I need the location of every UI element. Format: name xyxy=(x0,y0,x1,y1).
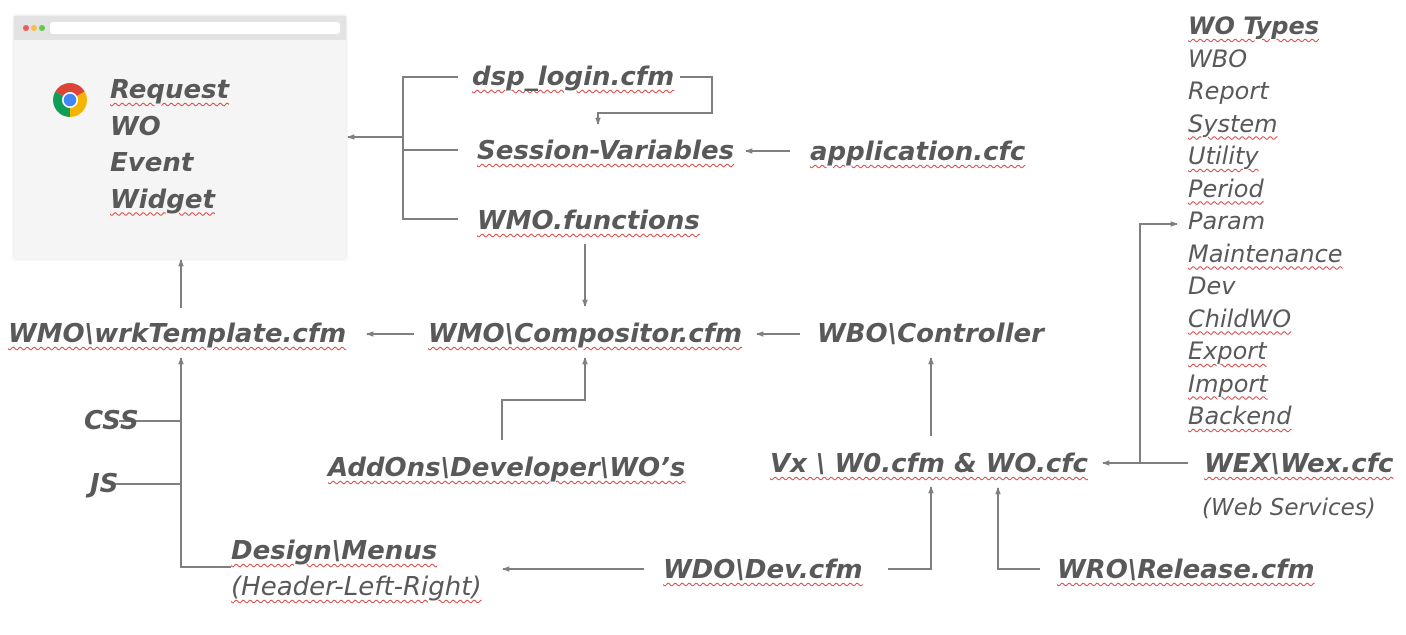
wo-type-item: Backend xyxy=(1188,402,1292,430)
node-css: CSS xyxy=(84,405,139,437)
node-vx-wo: Vx \ W0.cfm & WO.cfc xyxy=(770,448,1088,480)
node-vx-wo-text: Vx \ W0.cfm & WO.cfc xyxy=(770,449,1088,479)
chrome-icon xyxy=(53,83,87,117)
wo-type-item: WBO xyxy=(1188,44,1248,73)
node-wdo-dev-text: WDO\Dev.cfm xyxy=(663,555,863,585)
browser-line-event: Event xyxy=(110,148,194,178)
design-to-template-arrow xyxy=(178,357,231,568)
wo-types-list: WO Types WBO Report System Utility Perio… xyxy=(1188,10,1343,433)
browser-titlebar xyxy=(14,16,346,40)
wo-type-item: System xyxy=(1188,109,1278,138)
node-wmo-wrktemplate-text: WMO\wrkTemplate.cfm xyxy=(8,319,347,349)
wo-type-item: Export xyxy=(1188,337,1267,365)
wo-type-item: Utility xyxy=(1188,142,1259,170)
node-session-variables: Session-Variables xyxy=(477,135,734,167)
node-wbo-controller-text: WBO\Controller xyxy=(817,319,1044,349)
wo-type-item: Dev xyxy=(1188,272,1236,300)
node-css-text: CSS xyxy=(84,406,139,436)
node-addons-developer: AddOns\Developer\WO’s xyxy=(328,452,685,484)
node-design-menus-note: (Header-Left-Right) xyxy=(231,571,482,603)
node-design-menus: Design\Menus xyxy=(231,535,437,567)
browser-line-request: Request xyxy=(110,75,230,105)
node-wmo-functions: WMO.functions xyxy=(477,205,700,237)
node-wmo-wrktemplate: WMO\wrkTemplate.cfm xyxy=(8,318,346,350)
node-wmo-functions-text: WMO.functions xyxy=(477,206,700,236)
node-design-menus-note-text: (Header-Left-Right) xyxy=(231,572,482,602)
window-minimize-dot xyxy=(31,25,37,31)
wo-type-item: Param xyxy=(1188,207,1266,235)
login-bracket-line xyxy=(402,76,458,220)
node-dsp-login: dsp_login.cfm xyxy=(472,61,674,93)
address-bar xyxy=(50,22,340,34)
node-wex: WEX\Wex.cfc xyxy=(1204,448,1393,480)
node-wmo-compositor: WMO\Compositor.cfm xyxy=(428,318,742,350)
wo-type-item: Report xyxy=(1188,77,1269,105)
wo-types-title: WO Types xyxy=(1188,12,1320,40)
wo-type-item: Import xyxy=(1188,369,1268,398)
window-close-dot xyxy=(23,25,29,31)
node-application-cfc-text: application.cfc xyxy=(810,137,1026,167)
node-wmo-compositor-text: WMO\Compositor.cfm xyxy=(428,319,743,349)
browser-content: Request WO Event Widget xyxy=(110,72,229,218)
node-wbo-controller: WBO\Controller xyxy=(817,318,1044,350)
browser-window xyxy=(14,16,346,259)
login-to-session-arrow xyxy=(595,76,713,125)
node-dsp-login-text: dsp_login.cfm xyxy=(472,62,675,92)
node-application-cfc: application.cfc xyxy=(810,136,1025,168)
node-wdo-dev: WDO\Dev.cfm xyxy=(663,554,863,586)
wo-type-item: Maintenance xyxy=(1188,239,1343,268)
node-js: JS xyxy=(90,468,118,500)
window-maximize-dot xyxy=(39,25,45,31)
node-session-variables-text: Session-Variables xyxy=(477,136,735,166)
node-wex-note: (Web Services) xyxy=(1202,494,1376,522)
browser-line-widget: Widget xyxy=(110,184,215,215)
addons-to-compositor-arrow xyxy=(501,357,588,440)
wo-type-item: ChildWO xyxy=(1188,304,1292,333)
node-wro-release-text: WRO\Release.cfm xyxy=(1057,555,1315,585)
node-design-menus-text: Design\Menus xyxy=(231,536,438,566)
wo-type-item: Period xyxy=(1188,174,1264,203)
vx-to-wotypes-arrow xyxy=(1139,221,1178,463)
wdo-to-vx-arrow xyxy=(888,486,934,570)
node-js-text: JS xyxy=(90,469,119,499)
node-wex-text: WEX\Wex.cfc xyxy=(1204,449,1394,479)
node-wex-note-text: (Web Services) xyxy=(1202,495,1376,521)
wro-to-vx-arrow xyxy=(995,487,1040,570)
node-wro-release: WRO\Release.cfm xyxy=(1057,554,1315,586)
node-addons-developer-text: AddOns\Developer\WO’s xyxy=(328,453,686,483)
browser-line-wo: WO xyxy=(110,111,161,142)
